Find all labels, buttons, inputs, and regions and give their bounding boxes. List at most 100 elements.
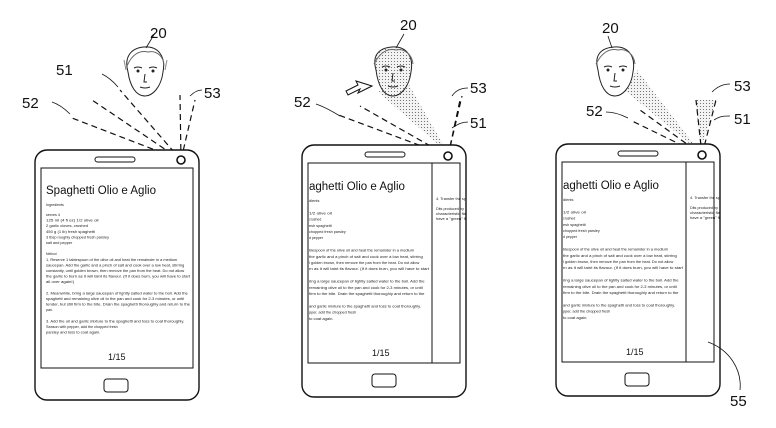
page-indicator-3: 1/15 [626,347,644,357]
ref-label-20: 20 [150,25,167,42]
doc-line: remaining olive oil to the pan and cook … [309,286,423,290]
doc-line: spaghetti and remaining olive oil to the… [46,297,184,301]
doc-lines-1: serves 4 125 ml (4 fl oz) 1/2 olive oil2 … [46,213,190,335]
doc-line: to coat again. [309,317,334,321]
doc-line: chopped fresh parsley [309,230,346,234]
next-page-lines-3: 4. Transfer the sp Dits produced bycharac… [690,196,720,220]
doc-line: l golden brown, then remove the pan from… [309,261,420,265]
doc-line: 2. Meanwhile, bring a large saucepan of … [46,291,188,295]
page-indicator-1: 1/15 [108,352,126,362]
ref-label-51: 51 [56,62,73,79]
head-turn-arrow [345,80,374,96]
user-face-2 [373,46,414,97]
doc-line: l golden brown, then remove the pan from… [563,260,674,264]
doc-line: 1/2 olive oil [309,211,332,215]
phone-1 [34,149,200,401]
doc-line: parsley and toss to coat again. [46,331,100,335]
camera-sensor-3 [697,150,707,160]
doc-line: 125 ml (4 fl oz) 1/2 olive oil [46,219,99,223]
camera-sensor-1 [176,155,186,165]
doc-line: have a "green" fl [436,217,466,221]
doc-line: 1/2 olive oil [563,210,586,214]
doc-line: tender, but still firm to the bite. Drai… [46,303,190,307]
doc-line: and garlic mixture to the spaghetti and … [309,304,421,308]
sensor-cone-3 [696,100,716,152]
doc-lines-3: dients 1/2 olive oil crushed esh spaghetti c… [563,198,683,320]
ref-label-51b: 51 [470,115,487,132]
doc-line: firm to the bite. Drain the spaghetti th… [309,292,425,296]
ref-label-52b: 52 [294,94,311,111]
phone-3 [555,143,721,397]
doc-line: constantly, until golden brown, then rem… [46,269,185,273]
ref-label-53: 53 [204,85,221,102]
user-face-1 [123,46,168,97]
doc-line: characteristic fla [690,211,720,215]
doc-line: firm to the bite. Drain the spaghetti th… [563,291,679,295]
doc-line: salt and pepper [46,241,73,245]
doc-line: blespoon of the olive oil and heat the r… [563,248,668,252]
doc-line: esh spaghetti [563,223,586,227]
doc-line: Dits produced by [436,207,464,211]
panel-2: 20 52 53 51 aghetti Olio e Aglio dients 1… [294,17,487,398]
doc-line: characteristic fla [436,212,466,216]
doc-line: dients [563,198,574,202]
doc-line: chopped fresh parsley [563,229,600,233]
camera-sensor-2 [443,151,453,161]
doc-line: crushed [563,217,575,221]
doc-line: 450 g (1 lb) fresh spaghetti [46,230,95,234]
phone-2 [301,144,467,398]
doc-line: 3 tbsp roughly chopped fresh parsley [46,235,109,239]
doc-line: Dits produced by [690,206,718,210]
doc-line: 3. Add the oil and garlic mixture to the… [46,319,184,323]
doc-line: 2 garlic cloves, crushed [46,224,88,228]
doc-line: dients [309,199,320,203]
doc-line: to coat again. [563,316,588,320]
ref-label-55: 55 [730,393,747,410]
doc-line: ring a large saucepan of lightly salted … [563,279,679,283]
doc-line: have a "green" fl [690,216,720,220]
doc-line: crushed [309,218,321,222]
panel-3: 20 52 53 51 aghetti Olio e Aglio dients 1… [555,20,751,410]
panel-1: 20 51 52 53 Spaghetti Olio e Aglio Ingre… [22,25,221,401]
screen-content-2: aghetti Olio e Aglio dients 1/2 olive oil… [309,181,466,358]
doc-line: serves 4 [46,213,60,217]
doc-title-2: aghetti Olio e Aglio [309,181,405,193]
ref-label-20c: 20 [602,20,619,37]
doc-lines-2: dients 1/2 olive oil crushed esh spaghetti c… [309,199,429,321]
ref-label-51c: 51 [734,111,751,128]
next-page-lines-2: 4. Transfer the sp Dits produced bycharac… [436,197,466,221]
doc-line: ring a large saucepan of lightly salted … [309,280,425,284]
ref-label-53b: 53 [470,80,487,97]
doc-line: the garlic and a pinch of salt and cook … [563,254,677,258]
ref-label-53c: 53 [734,78,751,95]
gaze-cone-2 [378,78,448,153]
page-indicator-2: 1/15 [372,348,390,358]
doc-line: Method [46,252,57,256]
doc-line: 1. Reserve 1 tablespoon of the olive oil… [46,258,177,262]
ref-label-20b: 20 [400,17,417,34]
ref-label-52c: 52 [586,103,603,120]
doc-line: d pepper [309,236,324,240]
doc-line: pper, add the chopped fresh [309,311,356,315]
doc-line: 4. Transfer the sp [690,196,720,200]
doc-line: d pepper [563,235,578,239]
doc-line: the garlic and a pinch of salt and cook … [309,255,423,259]
ingredients-heading-1: Ingredients [46,203,64,207]
doc-line: esh spaghetti [309,224,332,228]
doc-line: rn as it will taint its flavour. (If it … [563,266,683,270]
doc-title-3: aghetti Olio e Aglio [563,180,659,192]
doc-line: pper, add the chopped fresh [563,310,610,314]
user-face-3 [595,46,636,97]
screen-content-3: aghetti Olio e Aglio dients 1/2 olive oil… [563,180,720,357]
doc-line: saucepan. Add the garlic and a pinch of … [46,263,184,267]
doc-line: and garlic mixture to the spaghetti and … [563,303,675,307]
doc-line: blespoon of the olive oil and heat the r… [309,249,414,253]
doc-line: 4. Transfer the sp [436,197,466,201]
doc-line: pan. [46,308,53,312]
doc-line: the garlic to burn as it will taint its … [46,275,190,279]
doc-line: Season with pepper, add the chopped fres… [46,325,118,329]
doc-line: all over again!) [46,280,74,284]
screen-content-1: Spaghetti Olio e Aglio Ingredients serve… [46,185,190,362]
gaze-cone-3 [624,70,700,152]
